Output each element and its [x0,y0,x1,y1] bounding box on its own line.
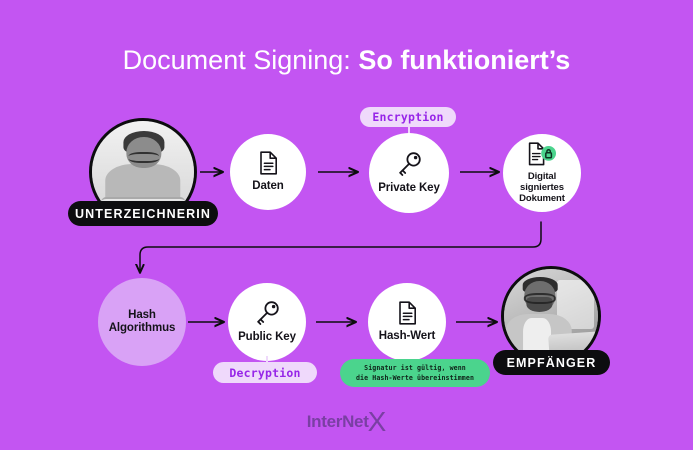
document-with-lock-icon [527,142,557,166]
page-title-light: Document Signing: [122,45,351,75]
node-public-key: Public Key [228,283,306,361]
encryption-tag-label: Encryption [372,110,444,124]
page-title: Document Signing: So funktioniert’s [0,43,693,77]
node-public-key-label: Public Key [238,331,296,343]
internetx-logo: InterNetX [0,406,693,438]
signature-validity-note-line2: die Hash-Werte übereinstimmen [355,374,475,382]
signer-badge: UNTERZEICHNERIN [68,201,218,226]
signer-badge-label: UNTERZEICHNERIN [75,206,211,221]
signature-validity-note-line1: Signatur ist gültig, wenn [364,364,466,372]
decryption-tag: Decryption [213,362,317,383]
internetx-logo-word: InterNet [306,412,369,431]
node-signed-document-label-line1: Digital signiertes [520,171,564,193]
node-daten-label: Daten [252,180,284,192]
node-private-key: Private Key [369,133,449,213]
connector-signed-doc-to-hash-algorithm [140,221,542,272]
decryption-tag-label: Decryption [229,365,301,380]
node-hash-wert: Hash-Wert [368,283,446,361]
signature-validity-note: Signatur ist gültig, wenn die Hash-Werte… [340,359,490,387]
page-title-bold: So funktioniert’s [358,45,571,75]
node-hash-wert-label: Hash-Wert [378,330,436,342]
recipient-badge: EMPFÄNGER [493,350,610,375]
key-icon [254,300,280,326]
node-private-key-label: Private Key [378,182,440,194]
encryption-tag: Encryption [360,107,456,127]
document-icon [397,301,417,325]
key-icon [396,151,422,177]
node-hash-algorithm: Hash Algorithmus [98,278,186,366]
node-signed-document: Digital signiertes Dokument [503,134,581,212]
internetx-logo-x: X [367,406,387,437]
node-hash-algorithm-label-line1: Hash [128,309,156,321]
recipient-photo [501,266,601,366]
document-icon [258,151,278,175]
node-hash-algorithm-label-line2: Algorithmus [108,322,176,334]
recipient-photo-image [504,269,598,363]
node-signed-document-label-line2: Dokument [519,193,565,204]
node-daten: Daten [230,134,306,210]
recipient-badge-label: EMPFÄNGER [506,355,597,370]
